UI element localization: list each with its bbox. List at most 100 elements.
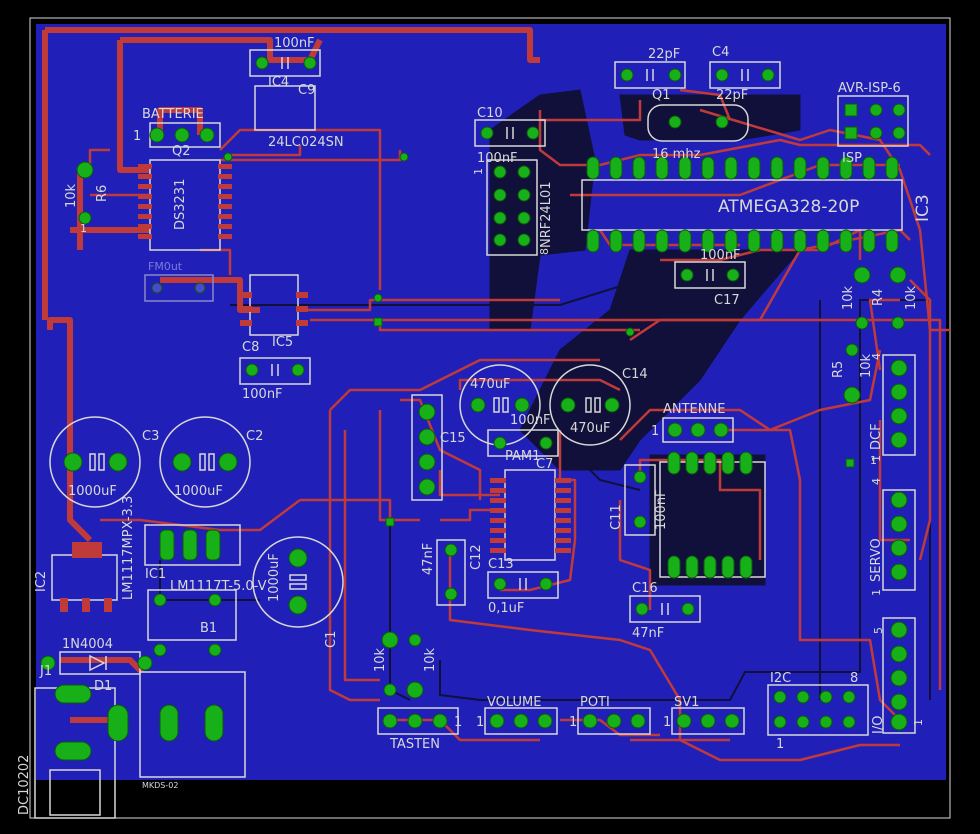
label-sv1: SV1 bbox=[674, 695, 699, 710]
label-dcf-pin1: 1 bbox=[870, 455, 883, 462]
label-c8-name: C8 bbox=[242, 340, 259, 355]
label-dcf-pin4: 4 bbox=[870, 353, 883, 360]
label-ds3231: DS3231 bbox=[173, 179, 188, 230]
label-ic1-part: LM1117T-5.0-V bbox=[170, 579, 267, 594]
label-r-left-a: 10k bbox=[373, 647, 388, 672]
label-c2-value: 1000uF bbox=[174, 484, 223, 499]
label-470-left: 470uF bbox=[470, 377, 511, 392]
label-avr-isp: AVR-ISP-6 bbox=[838, 81, 901, 96]
component-labels: 100nF IC4 C9 24LC024SN BATTERIE 1 Q2 DS3… bbox=[17, 36, 933, 815]
label-r6-pin1: 1 bbox=[80, 222, 87, 235]
label-c3-value: 1000uF bbox=[68, 484, 117, 499]
label-c4-name: C4 bbox=[712, 45, 729, 60]
label-c16-name: C16 bbox=[632, 581, 658, 596]
label-servo-pin1: 1 bbox=[870, 589, 883, 596]
label-r6-name: R6 bbox=[95, 185, 110, 202]
label-ic4-name: IC4 bbox=[268, 75, 289, 90]
label-c10-name: C10 bbox=[477, 106, 503, 121]
label-c13-value: 0,1uF bbox=[488, 601, 524, 616]
label-volume-pin1: 1 bbox=[476, 715, 484, 730]
label-c1-name: C1 bbox=[324, 631, 339, 648]
label-isp: ISP bbox=[842, 151, 862, 166]
capacitor-symbols bbox=[89, 57, 749, 672]
label-io-pin1: 1 bbox=[912, 719, 925, 726]
label-poti: POTI bbox=[580, 695, 610, 710]
label-mkds: MKDS-02 bbox=[142, 781, 178, 790]
label-c10-value: 100nF bbox=[477, 151, 518, 166]
label-i2c-pin8: 8 bbox=[850, 671, 858, 686]
silkscreen bbox=[34, 49, 916, 819]
label-c12-value: 47nF bbox=[421, 543, 436, 575]
pads bbox=[40, 56, 908, 761]
label-r5-name: R5 bbox=[831, 361, 846, 378]
label-100nf-mid: 100nF bbox=[510, 413, 551, 428]
label-r6-value: 10k bbox=[64, 183, 79, 208]
label-servo-pin4: 4 bbox=[870, 478, 883, 485]
label-ghost: FM0ut bbox=[148, 260, 183, 273]
label-tasten: TASTEN bbox=[389, 737, 440, 752]
label-r5-value: 10k bbox=[859, 353, 874, 378]
label-b1-name: B1 bbox=[200, 621, 217, 636]
label-c16-value: 47nF bbox=[632, 626, 664, 641]
label-antenne: ANTENNE bbox=[663, 402, 725, 417]
label-io-pin5: 5 bbox=[872, 627, 885, 634]
label-c12-name: C12 bbox=[469, 544, 484, 570]
label-i2c: I2C bbox=[770, 671, 791, 686]
label-q1-name: Q1 bbox=[652, 88, 671, 103]
bottom-copper-pour bbox=[489, 89, 802, 586]
label-c9-name: C9 bbox=[298, 83, 315, 98]
label-r4-name: R4 bbox=[871, 289, 886, 306]
label-c14-name: C14 bbox=[622, 367, 648, 382]
label-dc-name: DC10202 bbox=[17, 755, 32, 815]
label-r4-value: 10k bbox=[841, 285, 856, 310]
label-c17-value: 100nF bbox=[700, 248, 741, 263]
label-nrf-name: NRF24L01 bbox=[539, 181, 554, 248]
label-tasten-pin1: 1 bbox=[454, 715, 462, 730]
label-c14-value: 470uF bbox=[570, 421, 611, 436]
label-batterie: BATTERIE bbox=[142, 107, 204, 122]
label-c15-name: C15 bbox=[440, 431, 466, 446]
label-j1-name: J1 bbox=[39, 664, 52, 679]
label-c11-value: 100nF bbox=[654, 489, 669, 530]
label-i2c-pin1: 1 bbox=[776, 737, 784, 752]
label-c1-value: 1000uF bbox=[267, 553, 282, 602]
label-ic5-name: IC5 bbox=[272, 335, 293, 350]
label-c7-name: C7 bbox=[536, 457, 553, 472]
label-c-top-value: 100nF bbox=[274, 36, 315, 51]
label-volume: VOLUME bbox=[487, 695, 541, 710]
label-io: I/O bbox=[871, 716, 886, 734]
label-servo: SERVO bbox=[869, 538, 884, 582]
label-c8-value: 100nF bbox=[242, 387, 283, 402]
label-batterie-pin1: 1 bbox=[133, 129, 141, 144]
label-d1-name: D1 bbox=[94, 679, 112, 694]
label-ic2-name: IC2 bbox=[34, 571, 49, 592]
label-d1-part: 1N4004 bbox=[62, 637, 113, 652]
label-r3-value: 10k bbox=[904, 285, 919, 310]
label-r-left-b: 10k bbox=[423, 647, 438, 672]
board-outline bbox=[29, 17, 951, 819]
label-ic3: IC3 bbox=[913, 194, 933, 222]
label-pam-name: PAM1 bbox=[505, 449, 540, 464]
label-c3-name: C3 bbox=[142, 429, 159, 444]
label-nrf-pin1: 1 bbox=[472, 168, 485, 175]
label-antenne-pin1: 1 bbox=[651, 424, 659, 439]
label-q1-value: 16 mhz bbox=[652, 147, 701, 162]
label-poti-pin1: 1 bbox=[569, 715, 577, 730]
label-ic1-name: IC1 bbox=[145, 567, 166, 582]
label-c2-name: C2 bbox=[246, 429, 263, 444]
label-c17-pin1: 1 bbox=[870, 454, 877, 467]
label-c11-name: C11 bbox=[609, 504, 624, 530]
label-22pf-b: 22pF bbox=[716, 88, 748, 103]
label-c13-name: C13 bbox=[488, 557, 514, 572]
smd-chips bbox=[60, 164, 571, 612]
label-c17-name: C17 bbox=[714, 293, 740, 308]
label-atmega: ATMEGA328-20P bbox=[718, 197, 859, 217]
label-nrf-pin8: 8 bbox=[538, 248, 551, 255]
top-traces bbox=[42, 27, 540, 723]
label-22pf-a: 22pF bbox=[648, 47, 680, 62]
label-sv1-pin1: 1 bbox=[663, 715, 671, 730]
label-dcf: DCF bbox=[869, 423, 884, 450]
label-ic4-part: 24LC024SN bbox=[268, 135, 344, 150]
label-ic2-part: LM1117MPX-3.3 bbox=[121, 496, 136, 600]
